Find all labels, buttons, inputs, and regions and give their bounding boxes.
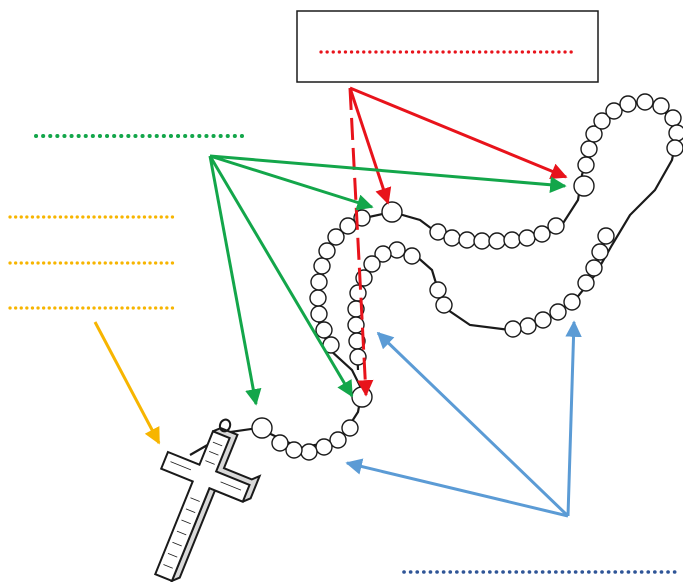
green-arrow-2 bbox=[209, 154, 374, 211]
red-arrows bbox=[348, 86, 568, 397]
green-arrows bbox=[208, 154, 567, 406]
crucifix-icon bbox=[153, 418, 262, 582]
red-arrow-to-junction-bead bbox=[348, 87, 392, 205]
label-box bbox=[296, 10, 599, 83]
red-arrow-dashed-to-center-bead bbox=[348, 87, 374, 397]
blue-arrow-to-right-loop bbox=[565, 320, 582, 517]
green-arrow-3 bbox=[208, 155, 354, 398]
rosary-beads-icon bbox=[189, 93, 683, 461]
green-arrow-4 bbox=[208, 155, 262, 406]
blue-arrows bbox=[345, 320, 582, 518]
green-arrow-1 bbox=[209, 154, 567, 193]
orange-arrow-to-crucifix bbox=[93, 321, 161, 445]
blue-arrow-to-lower-decade bbox=[345, 458, 569, 518]
blue-arrow-to-upper-loop bbox=[376, 331, 570, 518]
red-arrow-to-large-bead-top bbox=[349, 86, 568, 179]
